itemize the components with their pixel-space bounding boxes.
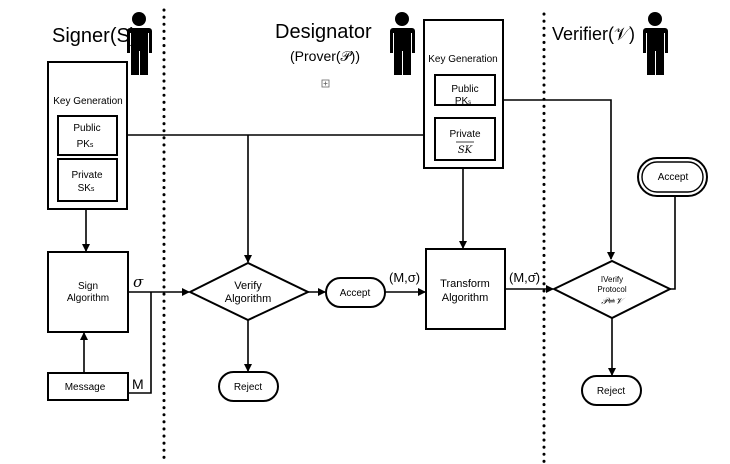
svg-text:Key Generation: Key Generation [428,54,498,65]
m-label: M [132,376,144,392]
svg-text:Private: Private [449,129,481,140]
svg-text:Transform: Transform [440,278,490,290]
transform-algorithm-box: Transform Algorithm [425,248,506,330]
signer-key-generation: Key Generation Public PKs Private SKs [47,61,128,210]
svg-text:SK: SK [458,145,473,156]
accept-line [670,196,676,290]
designator-subtitle: (Prover(𝒫)) [290,48,360,64]
m-sigma-bar-label: (M,σ̄) [509,270,540,285]
svg-text:Algorithm: Algorithm [67,293,109,304]
svg-text:𝒫⇌𝒱: 𝒫⇌𝒱 [601,297,626,307]
svg-text:PKs: PKs [77,139,94,150]
message-line [128,292,152,394]
designator-key-generation: Key Generation Public PKs Private SK [423,19,504,169]
sign-algorithm-box: Sign Algorithm [47,251,129,333]
svg-text:IVerify: IVerify [601,275,623,284]
svg-text:Reject: Reject [597,386,626,397]
expand-icon[interactable] [321,79,330,88]
sigma-label: σ [133,273,144,291]
designator-title: Designator [275,21,372,43]
svg-text:Public: Public [451,84,478,95]
svg-text:Algorithm: Algorithm [442,292,488,304]
reject-terminal: Reject [218,371,279,402]
svg-text:PKs: PKs [455,96,471,107]
pk-to-protocol-arrow [495,99,615,260]
svg-text:Key Generation: Key Generation [53,96,123,107]
verifier-person-icon [643,12,668,75]
verifier-accept-terminal: Accept [637,157,708,197]
svg-text:Verify: Verify [234,280,262,292]
svg-text:Private: Private [71,170,103,181]
designator-public-key-box [434,74,496,106]
svg-text:Sign: Sign [78,281,98,292]
signer-title: Signer(S) [52,25,136,47]
signer-public-key-box [57,115,118,156]
accept-terminal: Accept [325,277,386,308]
designator-person-icon [390,12,415,75]
verify-algorithm-diamond: Verify Algorithm [187,261,311,322]
m-sigma-label: (M,σ) [389,270,420,285]
svg-text:Reject: Reject [234,382,263,393]
svg-text:Accept: Accept [340,288,371,299]
verifier-reject-terminal: Reject [581,375,642,406]
verifier-title: Verifier(𝒱) [552,24,635,44]
signer-private-key-box [57,158,118,202]
designator-private-key-box [434,117,496,161]
message-box: Message [47,372,129,401]
verify-protocol-diamond: IVerify Protocol 𝒫⇌𝒱 [551,259,673,320]
svg-text:Public: Public [73,123,100,134]
svg-text:Accept: Accept [658,172,689,183]
svg-text:Message: Message [65,382,106,393]
svg-text:Protocol: Protocol [597,285,627,294]
svg-text:Algorithm: Algorithm [225,293,271,305]
svg-text:SKs: SKs [78,183,95,194]
